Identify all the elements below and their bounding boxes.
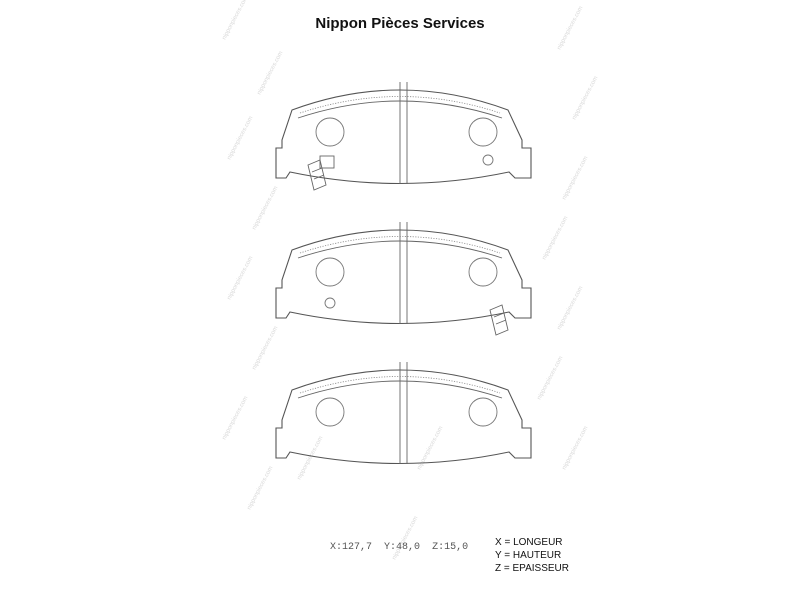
pad-3-left-hole [315,397,345,427]
watermark-text: nipponpieces.com [251,325,279,371]
watermark-text: nipponpieces.com [246,465,274,511]
watermark-text: nipponpieces.com [391,515,419,561]
legend-z: Z = EPAISSEUR [495,563,570,574]
dimension-y: Y:48,0 [384,542,421,553]
watermark-text: nipponpieces.com [226,115,254,161]
pad-2-wear-clip [489,304,509,336]
pad-2-right-hole [468,257,498,287]
page-title: Nippon Pièces Services [315,15,485,32]
watermark-text: nipponpieces.com [416,425,444,471]
watermark-text: nipponpieces.com [296,435,324,481]
watermark-layer: nipponpieces.comnipponpieces.comnipponpi… [221,0,599,561]
watermark-text: nipponpieces.com [536,355,564,401]
watermark-text: nipponpieces.com [561,155,589,201]
legend-y: Y = HAUTEUR [495,550,562,561]
pad-3-outline [275,369,532,464]
dimension-x: X:127,7 [330,542,373,553]
pad-1-small-hole [482,154,494,166]
dimension-z: Z:15,0 [432,542,469,553]
pad-2-outline [275,229,532,324]
dimension-legend: X = LONGEUR Y = HAUTEUR Z = EPAISSEUR [495,536,569,575]
pad-1-outline [275,89,532,184]
watermark-text: nipponpieces.com [251,185,279,231]
watermark-text: nipponpieces.com [541,215,569,261]
legend-x: X = LONGEUR [495,537,563,548]
brake-pad-1 [275,82,532,191]
brake-pad-3 [275,362,532,464]
brake-pad-2 [275,222,532,336]
pad-1-clip-tab [319,155,335,169]
pad-1-left-hole [315,117,345,147]
watermark-text: nipponpieces.com [256,50,284,96]
pad-1-right-hole [468,117,498,147]
pad-2-left-hole [315,257,345,287]
dimensions-readout: X:127,7 Y:48,0 Z:15,0 [330,542,468,553]
pad-2-small-hole [324,297,336,309]
watermark-text: nipponpieces.com [561,425,589,471]
watermark-text: nipponpieces.com [556,285,584,331]
watermark-text: nipponpieces.com [221,395,249,441]
watermark-text: nipponpieces.com [571,75,599,121]
pad-3-right-hole [468,397,498,427]
pad-1-wear-clip [307,159,327,191]
watermark-text: nipponpieces.com [226,255,254,301]
